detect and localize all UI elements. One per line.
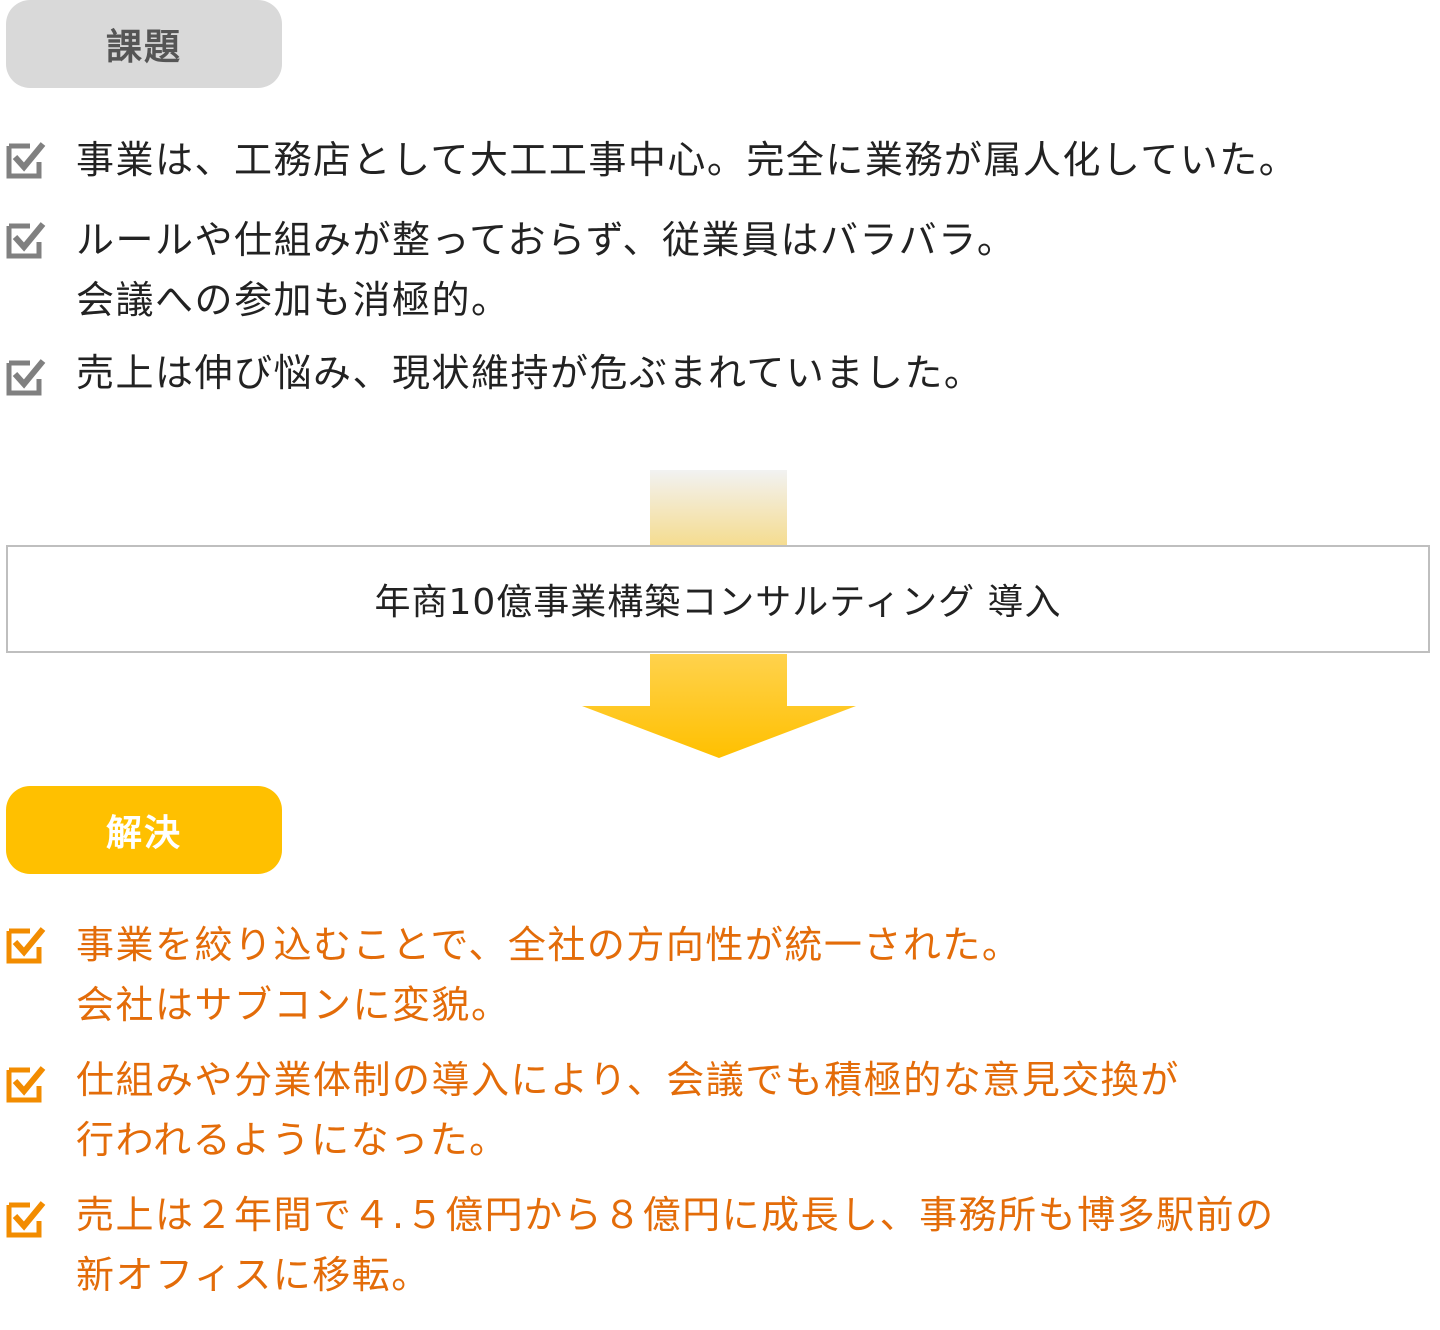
problem-text: 売上は伸び悩み、現状維持が危ぶまれていました。: [76, 351, 984, 395]
checkbox-check-icon: [6, 927, 46, 964]
problem-text: 事業は、工務店として大工工事中心。完全に業務が属人化していた。: [76, 138, 1299, 182]
checkbox-check-icon: [6, 1201, 46, 1238]
consulting-banner: 年商10億事業構築コンサルティング 導入: [6, 545, 1430, 653]
checkbox-check-icon: [6, 359, 46, 396]
solution-text: 仕組みや分業体制の導入により、会議でも積極的な意見交換が 行われるようになった。: [76, 1058, 1180, 1162]
problem-label: 課題: [6, 0, 282, 88]
checkbox-check-icon: [6, 142, 46, 179]
checkbox-check-icon: [6, 1066, 46, 1103]
solution-label: 解決: [6, 786, 282, 874]
down-arrow-icon: [582, 654, 856, 758]
solution-text: 事業を絞り込むことで、全社の方向性が統一された。 会社はサブコンに変貌。: [76, 923, 1022, 1027]
solution-text: 売上は２年間で４.５億円から８億円に成長し、事務所も博多駅前の 新オフィスに移転…: [76, 1193, 1275, 1297]
checkbox-check-icon: [6, 222, 46, 259]
problem-text: ルールや仕組みが整っておらず、従業員はバラバラ。 会議への参加も消極的。: [76, 218, 1017, 322]
arrow-shaft: [650, 470, 787, 546]
